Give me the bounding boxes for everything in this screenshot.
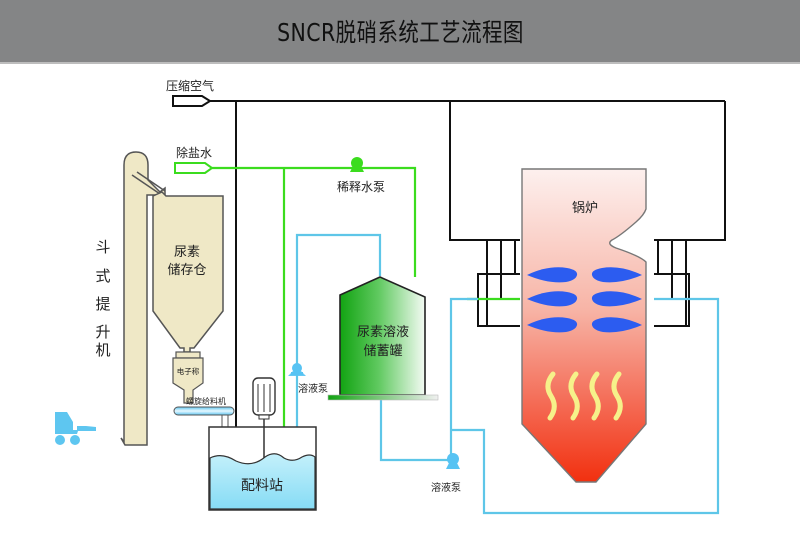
dilution-pump-label: 稀释水泵 [337, 180, 385, 194]
heat-wave-icon [545, 371, 623, 421]
label-char: 斗 [95, 238, 110, 256]
mixing-station: 配料站 [208, 426, 317, 511]
compressed-air-label: 压缩空气 [166, 78, 214, 93]
demin-water-inlet-arrow [174, 162, 214, 174]
nozzle-icon [591, 267, 642, 283]
right-nozzle-manifold [654, 240, 690, 327]
agitator-motor-icon [252, 377, 276, 458]
bucket-elevator-label: 斗 式 提 升 机 [95, 238, 110, 359]
urea-silo-label-2: 储存仓 [167, 263, 206, 278]
solution-mixer-to-tank [295, 233, 382, 458]
dilution-water-pump-icon [350, 157, 364, 172]
nozzle-icon [591, 317, 642, 333]
solution-tank-to-pump [379, 400, 450, 462]
storage-tank-label-2: 储蓄罐 [363, 344, 402, 359]
nozzle-icon [527, 291, 578, 307]
urea-silo-label-1: 尿素 [174, 245, 200, 260]
demin-water-label: 除盐水 [176, 145, 212, 160]
air-to-right-nozzles [654, 101, 726, 241]
urea-silo: 尿素 储存仓 [152, 191, 224, 353]
compressed-air-inlet-arrow [172, 95, 212, 107]
mixing-station-label: 配料站 [241, 478, 283, 494]
nozzle-icon [527, 267, 578, 283]
label-char: 机 [95, 341, 110, 359]
boiler-label: 锅炉 [572, 200, 598, 216]
screw-feeder-label: 螺旋给料机 [186, 396, 226, 406]
solution-loop-bottom [451, 297, 720, 515]
solution-pump-1-icon [288, 363, 306, 376]
left-nozzle-manifold [477, 240, 520, 327]
diagram-title: SNCR脱硝系统工艺流程图 [276, 18, 524, 47]
electronic-scale: 电子称 [172, 351, 204, 404]
label-char: 提 [95, 295, 110, 313]
title-bar: SNCR脱硝系统工艺流程图 [0, 0, 800, 64]
screw-feeder: 螺旋给料机 [173, 396, 235, 428]
solution-pipes [295, 233, 720, 515]
label-char: 升 [95, 323, 110, 341]
forklift-icon [55, 412, 96, 445]
air-to-left-nozzles [449, 101, 520, 241]
electronic-scale-label: 电子称 [177, 366, 200, 376]
spray-nozzles [527, 267, 642, 333]
demin-water-pipes [174, 162, 520, 458]
urea-solution-tank: 尿素溶液 储蓄罐 [327, 276, 439, 401]
storage-tank-label-1: 尿素溶液 [357, 325, 409, 340]
solution-pump-2-icon [446, 453, 460, 469]
solution-pump-2-label: 溶液泵 [431, 481, 461, 494]
solution-pump-to-boiler-left [449, 297, 478, 460]
nozzle-icon [591, 291, 642, 307]
demin-water-main [212, 166, 417, 277]
solution-pump-1-label: 溶液泵 [298, 382, 328, 395]
label-char: 式 [95, 267, 110, 285]
nozzle-icon [527, 317, 578, 333]
